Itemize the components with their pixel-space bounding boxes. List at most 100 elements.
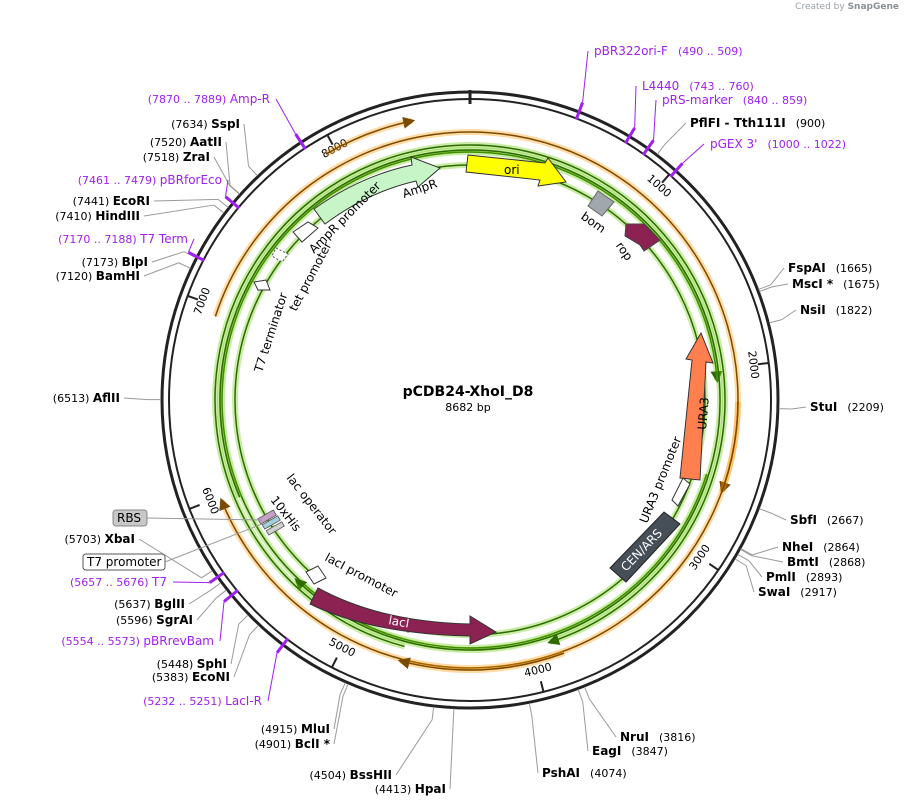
site-label-left[interactable]: (7120) BamHI: [56, 269, 140, 283]
his-tag-stack[interactable]: [257, 509, 285, 536]
site-label-left[interactable]: (7173) BlpI: [82, 255, 148, 269]
site-label-left[interactable]: (5637) BglII: [114, 597, 185, 611]
site-label-right[interactable]: PmlI(2893): [766, 570, 842, 584]
ura3-promoter-feature[interactable]: [671, 477, 691, 507]
credit-prefix: Created by: [795, 2, 845, 12]
primer-mark: [223, 588, 239, 603]
primer-label[interactable]: (7461 .. 7479) pBRforEco: [78, 173, 222, 187]
site-connector: [664, 122, 687, 145]
site-label-left[interactable]: (7410) HindIII: [55, 209, 140, 223]
primer-label[interactable]: (5657 .. 5676) T7: [70, 575, 167, 589]
primer-leader: [187, 238, 195, 253]
tick-mark: [708, 562, 719, 571]
primer-label[interactable]: (5554 .. 5573) pBRrevBam: [61, 634, 214, 648]
orf-left-orange[interactable]: [214, 131, 739, 669]
primer-leader: [634, 85, 637, 128]
ori-feature[interactable]: [465, 154, 567, 187]
site-leader: [737, 553, 750, 562]
primer-leader: [224, 179, 229, 197]
primer-mark: [641, 139, 655, 156]
bom-feature[interactable]: [587, 190, 615, 217]
rop-feature[interactable]: [624, 223, 661, 252]
site-connector: [771, 283, 789, 288]
site-leader: [452, 708, 455, 722]
site-label-left[interactable]: (7634) SspI: [171, 117, 240, 131]
site-label-right[interactable]: FspAI(1665): [788, 261, 872, 275]
site-label-left[interactable]: (5596) SgrAI: [116, 613, 193, 627]
site-connector: [143, 262, 179, 277]
site-label-left[interactable]: (6513) AflII: [53, 391, 120, 405]
site-label-left[interactable]: (7520) AatII: [150, 135, 222, 149]
site-leader: [238, 614, 249, 625]
site-leader: [339, 682, 346, 695]
site-connector: [230, 623, 240, 665]
primer-label[interactable]: (5232 .. 5251) LacI-R: [143, 694, 262, 708]
site-leader: [213, 204, 225, 214]
primers-layer: pBR322ori-F(490 .. 509) L4440(743 .. 760)…: [58, 44, 846, 708]
site-connector: [196, 597, 217, 621]
site-leader: [178, 262, 191, 269]
site-leader: [759, 508, 772, 514]
primer-label[interactable]: pGEX 3'(1000 .. 1022): [710, 137, 846, 151]
site-leader: [248, 165, 258, 177]
primer-label[interactable]: L4440(743 .. 760): [642, 79, 754, 93]
site-label-right[interactable]: SwaI(2917): [758, 585, 837, 599]
primer-label[interactable]: pBR322ori-F(490 .. 509): [594, 44, 743, 58]
site-leader: [740, 549, 753, 557]
site-leader: [215, 589, 227, 599]
primer-label[interactable]: (7170 .. 7188) T7 Term: [58, 232, 188, 246]
site-label-right[interactable]: EagI(3847): [592, 744, 668, 758]
ampr-feature[interactable]: [313, 156, 441, 225]
orf-left-green[interactable]: [219, 149, 721, 651]
site-connector: [138, 538, 202, 579]
site-label-right[interactable]: SbfI(2667): [790, 513, 864, 527]
site-connector: [752, 546, 779, 556]
t7-terminator-feature[interactable]: [253, 279, 271, 291]
orf-bottom-orange[interactable]: [397, 652, 565, 671]
primer-leader: [582, 50, 589, 103]
orf-bottom-green[interactable]: [234, 164, 706, 636]
ura3-feature[interactable]: [679, 331, 714, 481]
site-label-right[interactable]: BmtI(2868): [787, 555, 865, 569]
site-label-left[interactable]: (4915) MluI: [261, 722, 330, 736]
primer-label[interactable]: pRS-marker(840 .. 859): [662, 93, 807, 107]
orf-bottom-green-2[interactable]: [214, 144, 726, 648]
ampr-promoter-feature[interactable]: [292, 221, 319, 243]
site-label-right[interactable]: MscI *(1675): [792, 277, 880, 291]
primer-label[interactable]: (7870 .. 7889) Amp-R: [148, 92, 270, 106]
tick-label: 7000: [191, 286, 213, 317]
site-leader: [431, 706, 435, 720]
site-label-left[interactable]: (4901) BclI *: [255, 737, 331, 751]
site-label-left[interactable]: (7441) EcoRI: [73, 194, 150, 208]
site-label-left[interactable]: (4413) HpaI: [375, 782, 446, 796]
site-leader: [577, 689, 584, 702]
site-leader: [229, 184, 241, 195]
cen-ars-feature[interactable]: [609, 511, 681, 583]
site-label-right[interactable]: StuI(2209): [810, 400, 884, 414]
site-label-right[interactable]: NsiI(1822): [800, 303, 872, 317]
site-leader: [584, 686, 590, 700]
primer-mark: [624, 127, 636, 145]
site-connector: [751, 555, 784, 563]
site-leader: [528, 703, 533, 717]
site-connector: [243, 123, 250, 167]
credit-brand: SnapGene: [847, 2, 899, 12]
site-label-left[interactable]: (7518) ZraI: [143, 150, 210, 164]
laci-label: lacI: [387, 613, 410, 630]
laci-promoter-feature[interactable]: [305, 565, 327, 585]
site-label-right[interactable]: NruI(3816): [620, 730, 696, 744]
site-label-right[interactable]: NheI(2864): [782, 540, 860, 554]
site-label-left[interactable]: (4504) BssHII: [310, 768, 392, 782]
site-label-right[interactable]: PflFI - Tth111I(900): [690, 116, 825, 130]
tet-promoter-feature[interactable]: [271, 247, 289, 263]
site-label-left[interactable]: (5448) SphI: [157, 657, 227, 671]
site-connector: [151, 251, 185, 263]
orf-top[interactable]: [325, 116, 416, 155]
rbs-leader: [146, 517, 263, 521]
backbone-inner: [168, 98, 772, 702]
site-label-left[interactable]: (5703) XbaI: [65, 532, 135, 546]
laci-feature[interactable]: [309, 587, 498, 645]
site-label-right[interactable]: PshAI(4074): [542, 766, 627, 780]
site-label-left[interactable]: (5383) EcoNI: [152, 670, 230, 684]
